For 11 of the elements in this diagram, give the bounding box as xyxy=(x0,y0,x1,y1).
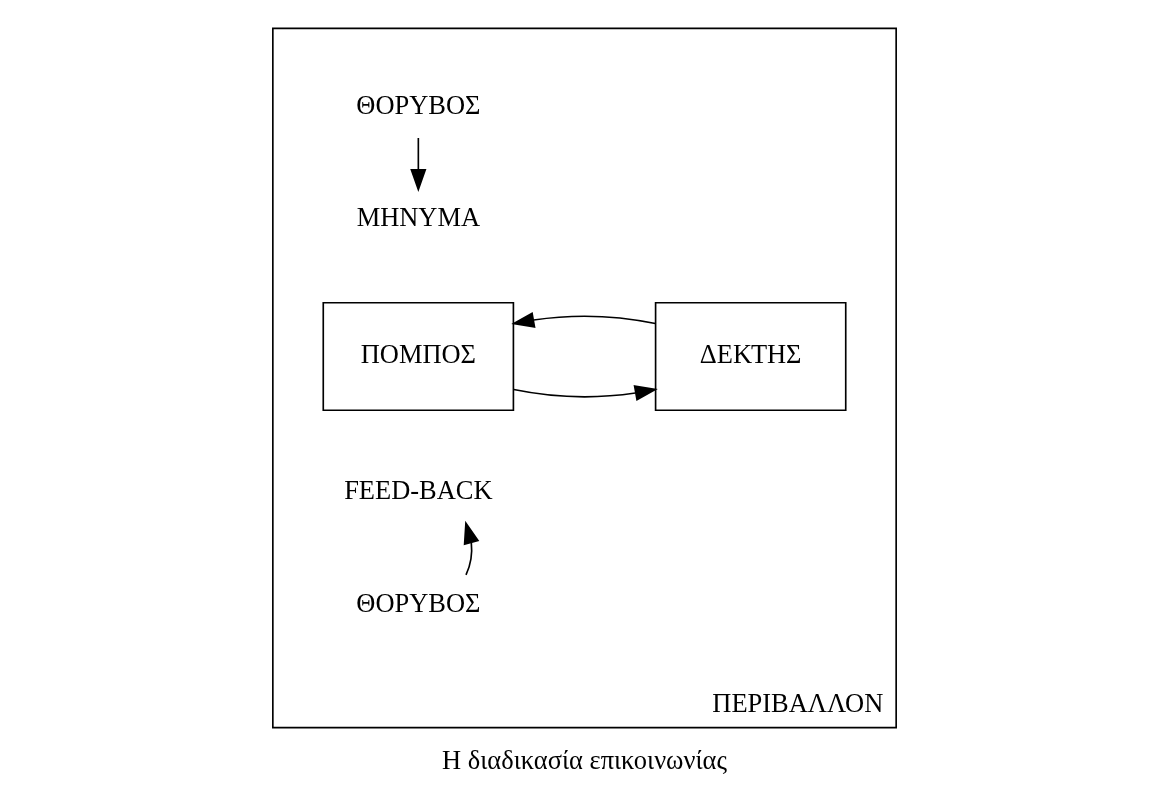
node-text: ΘΟΡΥΒΟΣ xyxy=(356,89,481,120)
node-text: ΜΗΝΥΜΑ xyxy=(356,202,481,233)
arrow xyxy=(511,311,657,328)
node-box: ΔΕΚΤΗΣ xyxy=(654,301,847,412)
node-text: ΘΟΡΥΒΟΣ xyxy=(356,587,481,618)
caption: Η διαδικασία επικοινωνίας xyxy=(442,744,727,775)
arrow xyxy=(512,385,658,402)
node-text: FEED-BACK xyxy=(344,475,493,506)
node-box: ΠΟΜΠΟΣ xyxy=(322,301,515,412)
arrow xyxy=(463,520,480,576)
arrow xyxy=(410,137,427,193)
